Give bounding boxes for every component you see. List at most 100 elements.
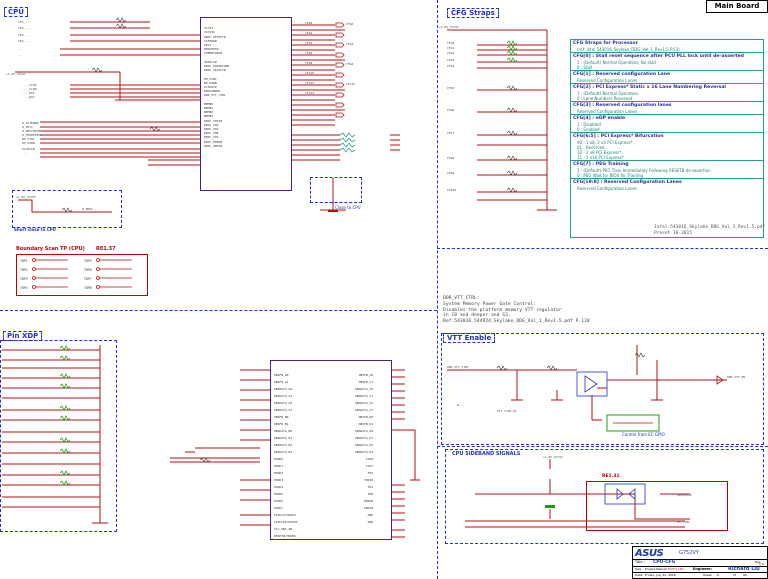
boundary-scan-tps: TBP1 TBP2 TBP3 TBP4 TBP5 TBP6 TBP7 TBP8 [18,257,146,293]
sideband-highlight-box [586,481,728,531]
cpu-schematic-wires: CFG_...CFG_... CFG_...CFG_... ...... +1.… [6,17,400,211]
title-value: CPU-CFG [653,560,676,565]
svg-text:PM_SYNC: PM_SYNC [22,137,35,141]
svg-text:DDR_VTT_EN: DDR_VTT_EN [727,375,745,379]
divider-middle-left [0,310,437,311]
svg-text:CFG8: CFG8 [346,62,353,66]
cfg-strap-item-line: Reserved Configuration Lanes [577,78,638,83]
svg-text:CFG0: CFG0 [447,41,454,45]
svg-text:PM_SYNC: PM_SYNC [677,520,690,524]
svg-text:CFG14: CFG14 [305,91,314,95]
divider-vertical [437,0,438,579]
cfg-strap-item-line: 01 : Reserved [577,145,605,150]
cfg-strap-item-title: CFG[2] : PCI Express* Static x 16 Lane N… [573,85,727,90]
svg-text:CFG5: CFG5 [447,86,454,90]
sideband-wires: +1.0V_VCCST PROCHOT# PM_SYNC [465,455,692,528]
boundary-scan-box [16,254,148,296]
section-title-cfg-straps: CFG Straps [447,8,499,18]
svg-text:PM_DOWN: PM_DOWN [22,141,35,145]
cfg-strap-item-line: 1 : Disabled [577,122,601,127]
pin-xdp-wires [2,345,420,538]
svg-text:+1.0V_VCCST: +1.0V_VCCST [16,195,36,199]
svg-text:CFG6: CFG6 [305,51,312,55]
cfg-strap-item: CFG[2] : PCI Express* Static x 16 Lane N… [571,83,763,101]
svg-text:CFG0: CFG0 [305,21,312,25]
cfg-strap-item-line: 0 : Stall [577,65,593,70]
close-to-cpu-box [310,177,362,203]
cfg-strap-item: CFG[0] : Stall reset sequence after PCU … [571,52,763,70]
sheets-value: 99 [743,573,747,577]
of-label: of [733,573,736,577]
cfg-strap-item-line: 1 : (Default) Normal Operation; No stall [577,60,656,65]
size-label: Size [635,567,642,571]
sheet-value: 6 [717,573,719,577]
svg-text:+1.0V_VCCST: +1.0V_VCCST [6,72,26,76]
svg-text:...: ... [22,151,28,155]
svg-text:+1.0V_VCCST: +1.0V_VCCST [543,455,563,459]
rev-value: 1.0 [759,562,764,566]
vtt-enable-box [441,333,764,445]
divider-bottom-right [437,446,768,447]
cfg-strap-item-line: Reserved Configuration Lanes [577,186,638,191]
svg-text:DDR_VTT_CTRL: DDR_VTT_CTRL [447,365,469,369]
svg-text:PROCHOT#: PROCHOT# [677,493,692,497]
boundary-scan-label: Boundary Scan TP (CPU) [16,246,85,252]
svg-text:R...: R... [457,403,464,407]
tp-label: TBP4 [20,286,28,290]
asus-logo: ASUS [635,548,664,559]
title-block: ASUS G752VY Title : CPU-CFG Size Project… [632,546,768,579]
cfg-strap-item-title: CFG[19:8] : Reserved Configuration Lanes [573,180,682,185]
svg-text:CFG0: CFG0 [346,22,353,26]
short-close-label: Short close to CPU [14,227,56,232]
cfg-strap-item-line: 1 : (Default) Normal Operation [577,91,639,96]
cfg-strap-item-line: 00 : 1 x8, 2 x4 PCI Express* [577,140,633,145]
tp-label: TBP5 [84,259,92,263]
model-name: G752VY [679,550,699,556]
tp-label: TBP2 [20,268,28,272]
engineer-label: Engineer: [693,567,712,571]
divider-top-right [437,248,768,249]
sideband-rev: RE1.31 [602,474,620,479]
cfg-strap-item-title: CFG[7] : PEG Training [573,162,629,167]
cfg-strap-item-line: 11 : 1 x16 PCI Express* [577,155,624,160]
title-label: Title : [635,560,645,564]
svg-text:CFG_...: CFG_... [18,39,31,43]
xdp-connector [270,360,392,540]
svg-text:CFG4: CFG4 [346,42,353,46]
svg-text:CFG2: CFG2 [305,31,312,35]
cfg-strap-item-title: CFG[0] : Stall reset sequence after PCU … [573,54,744,59]
svg-text:CFG3: CFG3 [447,58,454,62]
ground-symbol [328,210,338,212]
cfg-strap-item-title: CFG[4] : eDP enable [573,116,626,121]
svg-text:..._CLKN: ..._CLKN [22,87,37,91]
sheet-label: Sheet [703,573,712,577]
svg-text:CFG9: CFG9 [447,171,454,175]
svg-text:..._RST: ..._RST [22,91,35,95]
intel-ref-note: Intel 543016_Skylake_DDG_Vol_1_Rev1.5.pd… [654,225,766,236]
cpu-sideband-title: CPU SIDEBAND SIGNALS [452,451,521,457]
vtt-note: DDR_VTT_CTRL: System Memory Power Gate C… [443,296,590,325]
cfg-strap-item: CFG[19:8] : Reserved Configuration Lanes… [571,178,763,191]
cfg-straps-title: CFG Straps for Processor [573,41,638,46]
svg-text:CFG10: CFG10 [447,188,456,192]
cfg-strap-item-line: Reserved Configuration Lanes [577,109,638,114]
svg-text:CFG_...: CFG_... [18,33,31,37]
svg-text:H_PECI: H_PECI [22,125,33,129]
tp-label: TBP7 [84,277,92,281]
control-from-ec-label: Control from EC GPIO [622,432,665,437]
svg-text:CFG4: CFG4 [305,41,312,45]
cfg-strap-item-title: CFG[1] : Reserved configuration Lane [573,72,671,77]
date-label: Date: [635,573,644,577]
svg-text:..._CLKP: ..._CLKP [22,83,37,87]
svg-text:CFG4: CFG4 [447,64,454,68]
tp-label: TBP6 [84,268,92,272]
svg-text:..._DAT: ..._DAT [22,95,35,99]
svg-text:H_PROCHOT#: H_PROCHOT# [22,129,40,133]
cfg-strap-item-title: CFG[3] : Reserved configuration lanes [573,103,672,108]
cfg-strap-item-line: 1 : (Default) PEG Train Immediately Foll… [577,168,711,173]
